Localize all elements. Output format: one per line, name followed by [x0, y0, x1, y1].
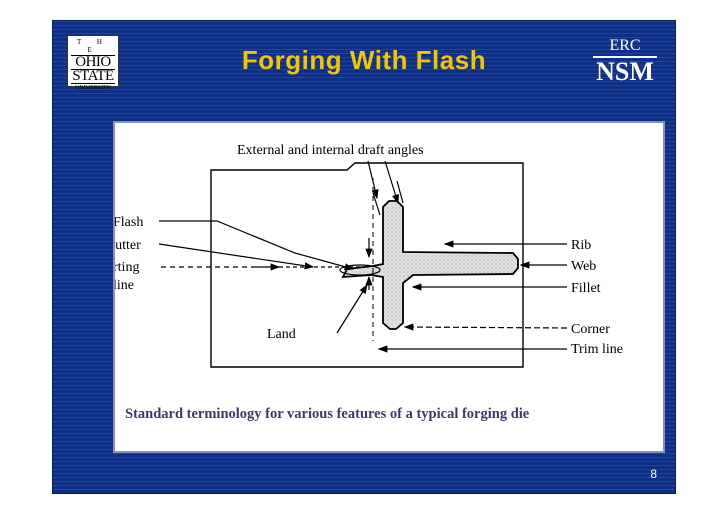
erc-nsm-logo: ERC NSM — [593, 37, 657, 93]
logo-text-the: T H E — [77, 38, 109, 54]
label-web: Web — [571, 259, 596, 274]
logo-text-nsm: NSM — [596, 57, 654, 86]
label-gutter: Gutter — [115, 238, 141, 253]
content-panel: External and internal draft angles Flash… — [113, 121, 665, 453]
logo-text-state: STATE — [71, 68, 115, 84]
label-parting-line-1: Parting — [115, 260, 139, 275]
label-corner: Corner — [571, 322, 610, 337]
label-land: Land — [267, 327, 296, 342]
ohio-state-logo: T H E OHIO STATE UNIVERSITY — [67, 35, 119, 91]
label-trim-line: Trim line — [571, 342, 623, 357]
label-flash: Flash — [115, 215, 143, 230]
logo-text-ohio: OHIO — [71, 55, 115, 70]
die-cavity — [339, 200, 519, 330]
logo-text-university: UNIVERSITY — [75, 85, 111, 91]
label-draft-angles: External and internal draft angles — [237, 143, 424, 158]
page-number: 8 — [650, 467, 657, 481]
leader-lines — [158, 160, 568, 353]
logo-text-erc: ERC — [593, 37, 657, 58]
label-parting-line-2: line — [115, 278, 134, 293]
forging-die-diagram: External and internal draft angles Flash… — [115, 143, 623, 368]
label-fillet: Fillet — [571, 281, 601, 296]
slide: T H E OHIO STATE UNIVERSITY Forging With… — [52, 20, 676, 494]
die-block — [210, 162, 524, 368]
figure-caption: Standard terminology for various feature… — [125, 406, 530, 422]
figure-labels: External and internal draft angles Flash… — [115, 143, 623, 357]
label-rib: Rib — [571, 238, 591, 253]
slide-title: Forging With Flash — [241, 45, 487, 75]
